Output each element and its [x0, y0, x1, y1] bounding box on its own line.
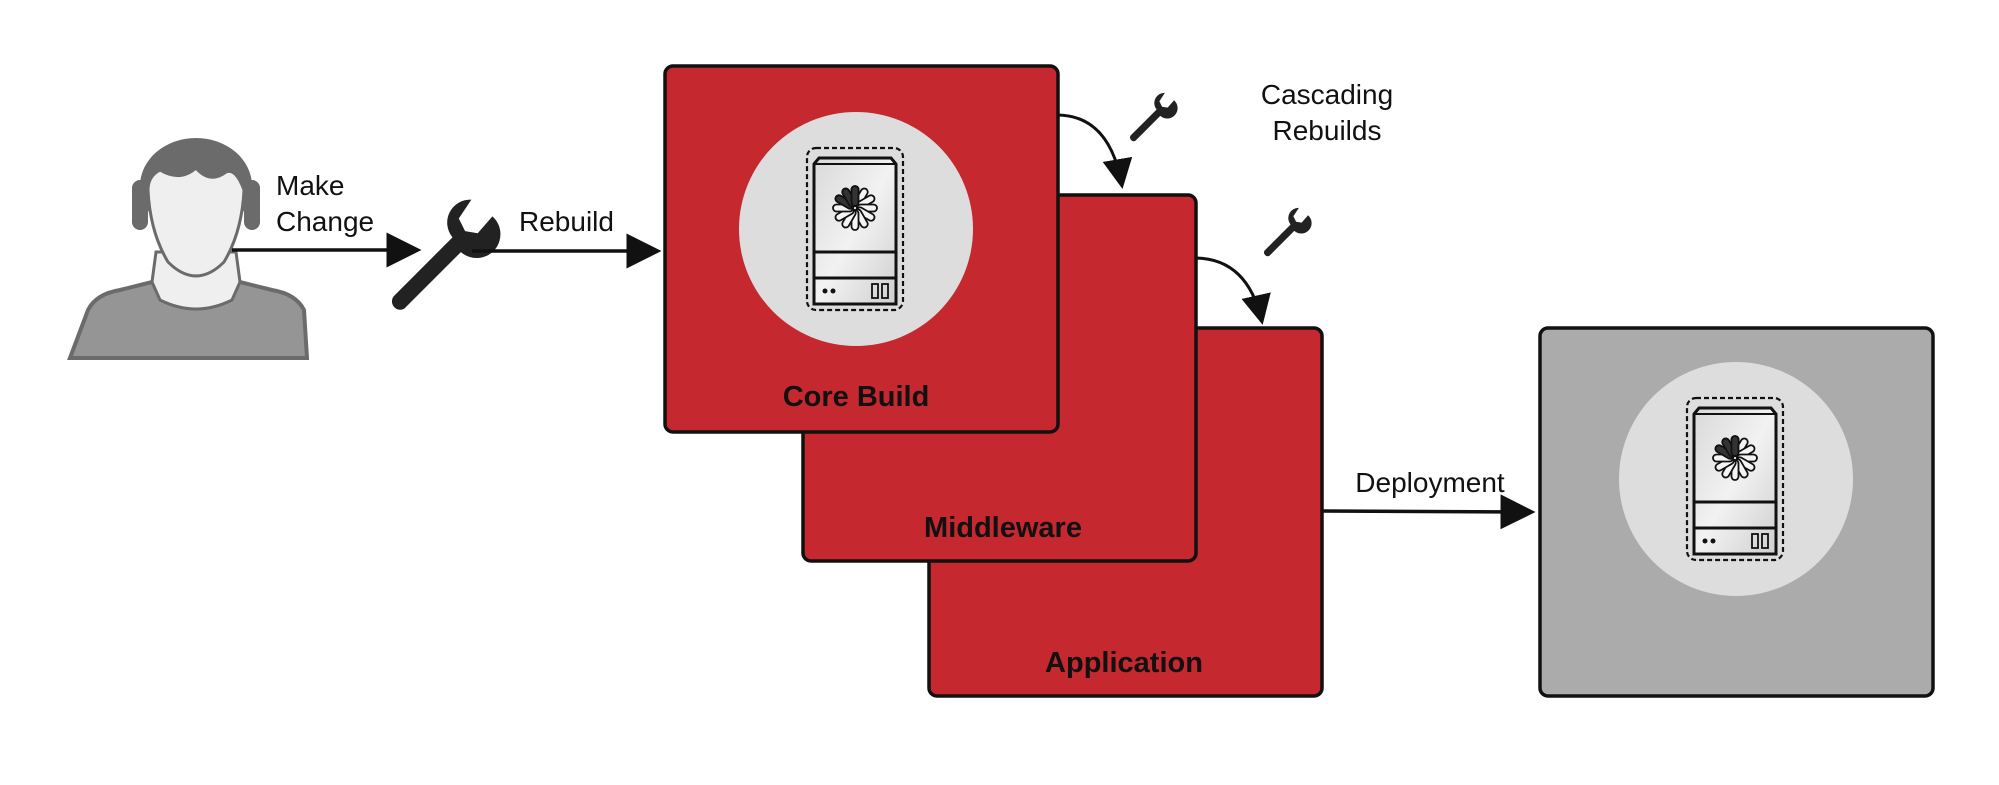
- server-loading-icon: [805, 146, 905, 312]
- stage-core-build: Core Build: [663, 64, 1060, 434]
- cascade-arrow-2: [1195, 256, 1271, 325]
- wrench-icon: [391, 199, 501, 310]
- cascade-arrow-1: [1057, 113, 1133, 189]
- deployment-target: [1538, 326, 1935, 698]
- make-change-label-line1: Make: [276, 170, 344, 201]
- cascading-label-line1: Cascading: [1261, 79, 1393, 110]
- rebuild-label: Rebuild: [519, 206, 614, 237]
- server-loading-icon: [1685, 396, 1785, 562]
- user-avatar-icon: [67, 138, 310, 360]
- stage-label-middleware: Middleware: [924, 512, 1082, 544]
- make-change-label-line2: Change: [276, 206, 374, 237]
- stage-label-core-build: Core Build: [783, 381, 930, 413]
- stage-label-application: Application: [1045, 647, 1203, 679]
- wrench-icon: [1130, 92, 1178, 142]
- cascading-label-line2: Rebuilds: [1273, 115, 1382, 146]
- deployment-arrow: [1321, 494, 1536, 530]
- wrench-icon: [1264, 207, 1312, 257]
- deployment-label: Deployment: [1355, 467, 1505, 498]
